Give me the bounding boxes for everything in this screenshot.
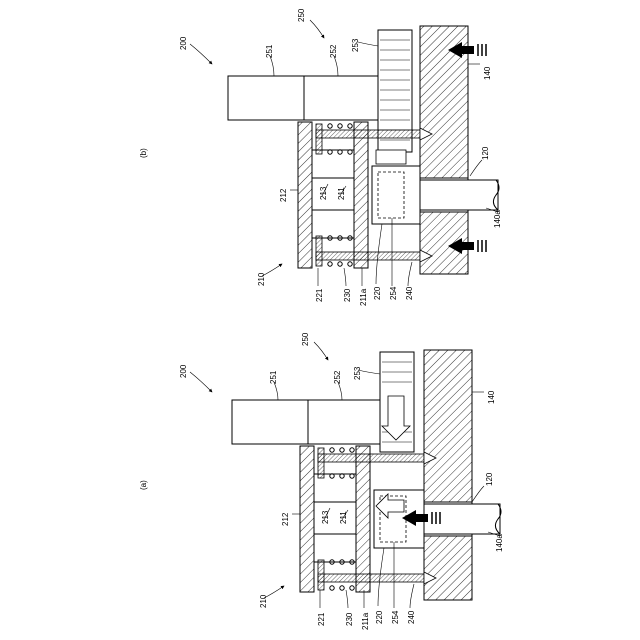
panel-caption: (a) — [139, 480, 148, 490]
label-bolt-nut: 240 — [407, 610, 416, 624]
label-pinion: 254 — [389, 286, 398, 300]
motor-body — [228, 76, 304, 120]
label-rod: 213 — [319, 186, 328, 200]
label-mount-frame: 210 — [257, 272, 266, 286]
label-spring: 230 — [345, 612, 354, 626]
label-plate: 212 — [279, 188, 288, 202]
motor-shaft — [308, 400, 380, 444]
label-shaft: 120 — [485, 472, 494, 486]
bolt-assembly-bottom — [318, 560, 436, 590]
panel-caption: (b) — [139, 148, 148, 158]
plate — [298, 122, 312, 268]
label-lower-plate: 211 — [339, 511, 348, 524]
label-assembly: 200 — [179, 364, 188, 378]
label-spring: 230 — [343, 288, 352, 302]
label-motor-shaft: 252 — [333, 370, 342, 384]
shaft — [420, 180, 498, 210]
label-gear: 253 — [353, 366, 362, 380]
lower-plate — [354, 122, 368, 268]
label-motor-unit: 250 — [301, 332, 310, 346]
bolt-assembly-bottom — [316, 236, 432, 266]
plate — [300, 446, 314, 592]
label-bolt: 221 — [315, 288, 324, 302]
label-shaft: 120 — [481, 146, 490, 160]
label-rod: 213 — [321, 510, 330, 524]
label-recess: 211a — [361, 612, 370, 630]
label-motor-body: 251 — [269, 370, 278, 384]
panel-a: (a) — [139, 332, 504, 630]
panel-b: (b) — [139, 8, 502, 306]
lower-plate — [356, 446, 370, 592]
label-shaft-bore: 140a — [495, 534, 504, 552]
label-shaft-bore: 140a — [493, 210, 502, 228]
label-plate: 212 — [281, 512, 290, 526]
label-guide: 220 — [375, 610, 384, 624]
housing-block — [424, 350, 472, 600]
label-gear: 253 — [351, 38, 360, 52]
label-mount-frame: 210 — [259, 594, 268, 608]
label-motor-body: 251 — [265, 44, 274, 58]
pinion — [378, 172, 404, 218]
collar — [376, 150, 406, 164]
label-assembly: 200 — [179, 36, 188, 50]
label-motor-shaft: 252 — [329, 44, 338, 58]
label-guide: 220 — [373, 286, 382, 300]
label-bolt: 221 — [317, 612, 326, 626]
spacer — [312, 210, 354, 238]
label-motor-unit: 250 — [297, 8, 306, 22]
spacer — [314, 534, 356, 562]
label-housing: 140 — [487, 390, 496, 404]
housing-block — [420, 26, 468, 274]
motor-shaft — [304, 76, 378, 120]
label-recess: 211a — [359, 288, 368, 306]
label-housing: 140 — [483, 66, 492, 80]
label-lower-plate: 211 — [337, 187, 346, 200]
label-pinion: 254 — [391, 610, 400, 624]
label-bolt-nut: 240 — [405, 286, 414, 300]
motor-body — [232, 400, 308, 444]
